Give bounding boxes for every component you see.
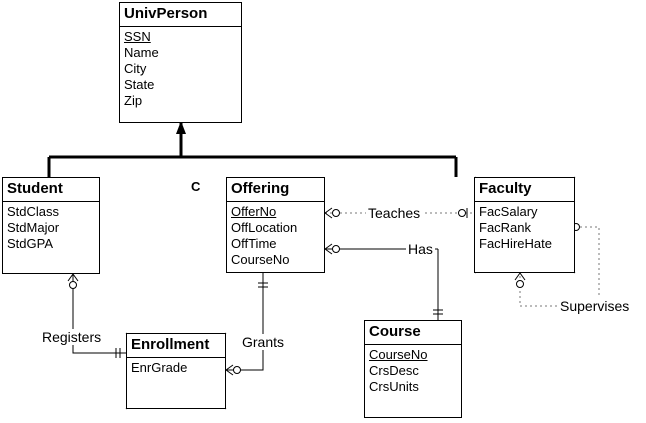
entity-title: UnivPerson bbox=[120, 3, 241, 27]
attribute-pk: OfferNo bbox=[231, 204, 277, 219]
attribute: OffLocation bbox=[231, 220, 298, 235]
attribute: EnrGrade bbox=[131, 360, 188, 375]
entity-student[interactable]: Student StdClass StdMajor StdGPA bbox=[2, 177, 100, 274]
attribute: CourseNo bbox=[231, 252, 290, 267]
generalization-marker: C bbox=[191, 179, 201, 194]
entity-enrollment[interactable]: Enrollment EnrGrade bbox=[126, 333, 226, 409]
attribute: Zip bbox=[124, 93, 143, 108]
entity-attributes: CourseNo CrsDesc CrsUnits bbox=[365, 345, 461, 395]
entity-title: Student bbox=[3, 178, 99, 202]
attribute: City bbox=[124, 61, 147, 76]
entity-univperson[interactable]: UnivPerson SSN Name City State Zip bbox=[119, 2, 242, 123]
entity-attributes: OfferNo OffLocation OffTime CourseNo bbox=[227, 202, 324, 268]
attribute: OffTime bbox=[231, 236, 277, 251]
registers-line bbox=[67, 273, 126, 358]
relationship-label-has: Has bbox=[406, 241, 435, 257]
attribute-pk: SSN bbox=[124, 29, 151, 44]
attribute: StdClass bbox=[7, 204, 60, 219]
entity-title: Offering bbox=[227, 178, 324, 202]
attribute: StdMajor bbox=[7, 220, 60, 235]
entity-title: Faculty bbox=[475, 178, 574, 202]
attribute: StdGPA bbox=[7, 236, 54, 251]
attribute: FacRank bbox=[479, 220, 532, 235]
attribute: FacHireHate bbox=[479, 236, 552, 251]
attribute-pk: CourseNo bbox=[369, 347, 428, 362]
entity-attributes: EnrGrade bbox=[127, 358, 225, 376]
entity-faculty[interactable]: Faculty FacSalary FacRank FacHireHate bbox=[474, 177, 575, 273]
teaches-line bbox=[324, 207, 474, 219]
relationship-label-grants: Grants bbox=[240, 334, 287, 350]
relationship-label-supervises: Supervises bbox=[558, 298, 632, 314]
entity-title: Enrollment bbox=[127, 334, 225, 358]
entity-offering[interactable]: Offering OfferNo OffLocation OffTime Cou… bbox=[226, 177, 325, 273]
relationship-label-registers: Registers bbox=[40, 329, 104, 345]
attribute: State bbox=[124, 77, 155, 92]
attribute: CrsUnits bbox=[369, 379, 419, 394]
entity-attributes: SSN Name City State Zip bbox=[120, 27, 241, 109]
entity-attributes: StdClass StdMajor StdGPA bbox=[3, 202, 99, 252]
attribute: FacSalary bbox=[479, 204, 538, 219]
grants-line bbox=[225, 273, 268, 376]
entity-attributes: FacSalary FacRank FacHireHate bbox=[475, 202, 574, 252]
entity-course[interactable]: Course CourseNo CrsDesc CrsUnits bbox=[364, 320, 462, 418]
relationship-label-teaches: Teaches bbox=[366, 205, 423, 221]
attribute: Name bbox=[124, 45, 159, 60]
attribute: CrsDesc bbox=[369, 363, 419, 378]
entity-title: Course bbox=[365, 321, 461, 345]
generalization-lines bbox=[47, 121, 458, 177]
